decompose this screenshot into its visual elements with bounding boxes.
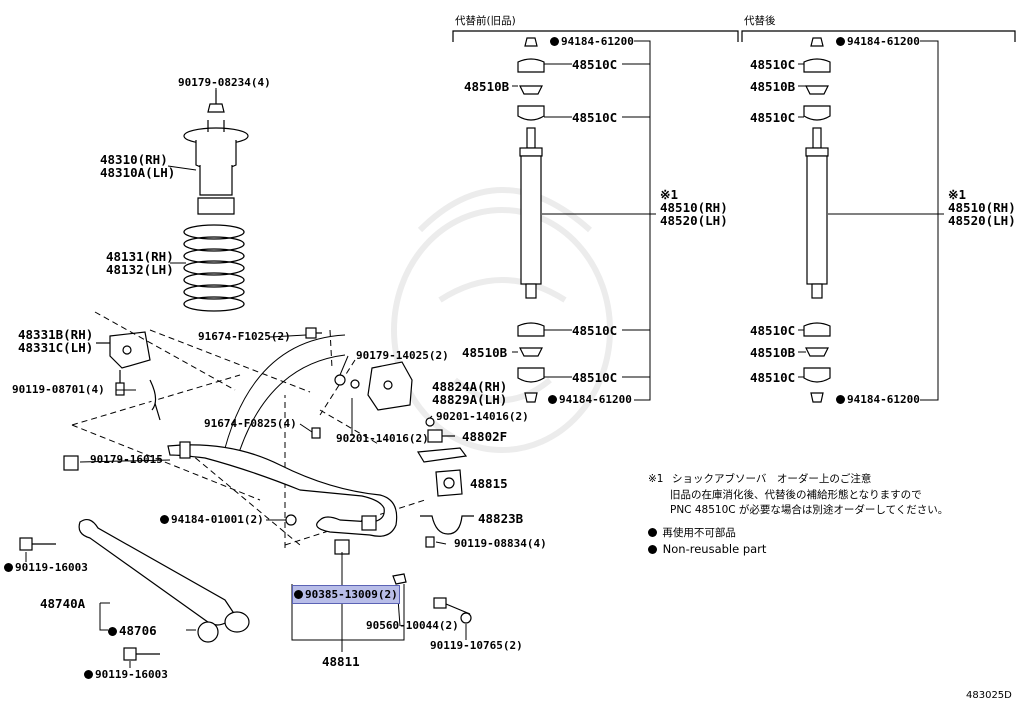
label-90119-16003-a[interactable]: 90119-16003 <box>4 562 88 574</box>
label-91674-f1025[interactable]: 91674-F1025(2) <box>198 330 291 343</box>
leader-lines-left <box>25 88 467 668</box>
note-line-2: 旧品の在庫消化後、代替後の補給形態となりますので <box>670 489 922 501</box>
label-91674-f0825[interactable]: 91674-F0825(4) <box>204 417 297 430</box>
label-90179-08234[interactable]: 90179-08234(4) <box>178 76 271 89</box>
non-reusable-dot <box>84 670 93 679</box>
label-90179-14025[interactable]: 90179-14025(2) <box>356 349 449 362</box>
nut-90179-16015-drawing <box>63 455 79 471</box>
non-reusable-dot <box>4 563 13 572</box>
note-mark: ※1 <box>648 473 664 485</box>
label-48510b-old-2[interactable]: 48510B <box>462 345 508 360</box>
watermark-crest <box>391 187 613 453</box>
label-90119-08834[interactable]: 90119-08834(4) <box>454 537 547 550</box>
non-reusable-dot <box>836 37 845 46</box>
note-line-1: ショックアブソーバ オーダー上のご注意 <box>672 473 872 485</box>
small-fasteners-drawing <box>285 327 360 526</box>
clamp-48823b-drawing <box>420 515 474 548</box>
coil-spring-drawing <box>183 224 245 312</box>
strut-support-drawing <box>183 90 249 215</box>
label-48510b-new-1[interactable]: 48510B <box>750 79 796 94</box>
label-48510c-new-2[interactable]: 48510C <box>750 110 796 125</box>
label-48510c-new-4[interactable]: 48510C <box>750 370 796 385</box>
label-48510b-new-2[interactable]: 48510B <box>750 345 796 360</box>
label-48510c-old-4[interactable]: 48510C <box>572 370 618 385</box>
non-reusable-dot <box>294 590 303 599</box>
label-90119-16003-b[interactable]: 90119-16003 <box>84 669 168 681</box>
label-94184-61200-old-top[interactable]: 94184-61200 <box>550 36 634 48</box>
non-reusable-dot <box>548 395 557 404</box>
label-90560-10044[interactable]: 90560-10044(2) <box>366 619 459 632</box>
non-reusable-dot <box>648 528 657 537</box>
label-94184-61200-new-top[interactable]: 94184-61200 <box>836 36 920 48</box>
leader-lines-shocks <box>512 40 944 401</box>
label-90201-14016-b[interactable]: 90201-14016(2) <box>336 432 429 445</box>
label-90119-10765[interactable]: 90119-10765(2) <box>430 639 523 652</box>
lower-arm-drawing <box>78 379 250 643</box>
non-reusable-dot <box>648 545 657 554</box>
label-48331[interactable]: 48331B(RH) 48331C(LH) <box>18 327 94 355</box>
bushing-48815-drawing <box>435 469 463 497</box>
label-48811[interactable]: 48811 <box>322 654 360 669</box>
label-48510c-old-1[interactable]: 48510C <box>572 57 618 72</box>
note-line-3: PNC 48510C が必要な場合は別途オーダーしてください。 <box>670 504 949 516</box>
label-48815[interactable]: 48815 <box>470 476 508 491</box>
label-48740a[interactable]: 48740A <box>40 596 86 611</box>
label-48131[interactable]: 48131(RH) 48132(LH) <box>106 249 174 277</box>
label-90385-13009[interactable]: 90385-13009(2) <box>294 589 398 601</box>
diagram-id: 483025D <box>966 690 1012 701</box>
label-48310[interactable]: 48310(RH) 48310A(LH) <box>100 152 176 180</box>
stabilizer-bar-drawing <box>167 441 398 537</box>
label-48510c-new-3[interactable]: 48510C <box>750 323 796 338</box>
label-48824a[interactable]: 48824A(RH) 48829A(LH) <box>432 379 508 407</box>
non-reusable-dot <box>160 515 169 524</box>
non-reusable-dot <box>108 627 117 636</box>
label-48823b[interactable]: 48823B <box>478 511 524 526</box>
label-48510c-old-3[interactable]: 48510C <box>572 323 618 338</box>
header-brackets <box>452 30 1016 42</box>
legend-en: Non-reusable part <box>648 543 766 556</box>
label-94184-61200-old-bottom[interactable]: 94184-61200 <box>548 394 632 406</box>
shock-absorber-new-drawing <box>803 37 831 403</box>
bolt-90119-08701-drawing <box>115 370 125 396</box>
legend-ja: 再使用不可部品 <box>648 527 736 540</box>
label-90119-08701[interactable]: 90119-08701(4) <box>12 383 105 396</box>
label-94184-01001[interactable]: 94184-01001(2) <box>160 514 264 526</box>
label-48510-old[interactable]: ※1 48510(RH) 48520(LH) <box>660 187 728 228</box>
label-48510-new[interactable]: ※1 48510(RH) 48520(LH) <box>948 187 1016 228</box>
non-reusable-dot <box>836 395 845 404</box>
link-48802f-drawing <box>416 417 468 463</box>
label-94184-61200-new-bottom[interactable]: 94184-61200 <box>836 394 920 406</box>
highlight-box <box>292 585 400 604</box>
label-48510c-new-1[interactable]: 48510C <box>750 57 796 72</box>
label-48706[interactable]: 48706 <box>108 624 157 637</box>
header-before: 代替前(旧品) <box>455 15 516 27</box>
non-reusable-dot <box>550 37 559 46</box>
label-48510b-old-1[interactable]: 48510B <box>464 79 510 94</box>
bracket-48824a-drawing <box>367 361 413 411</box>
label-90201-14016-a[interactable]: 90201-14016(2) <box>436 410 529 423</box>
bracket-48331-drawing <box>96 331 151 369</box>
header-after: 代替後 <box>744 15 776 27</box>
bushing-90385-drawing <box>334 539 472 624</box>
label-90179-16015[interactable]: 90179-16015 <box>90 453 163 466</box>
shock-absorber-old-drawing <box>517 37 545 403</box>
label-48510c-old-2[interactable]: 48510C <box>572 110 618 125</box>
label-48802f[interactable]: 48802F <box>462 429 508 444</box>
bolt-left-drawing <box>19 537 160 661</box>
fender-outline <box>221 334 346 463</box>
